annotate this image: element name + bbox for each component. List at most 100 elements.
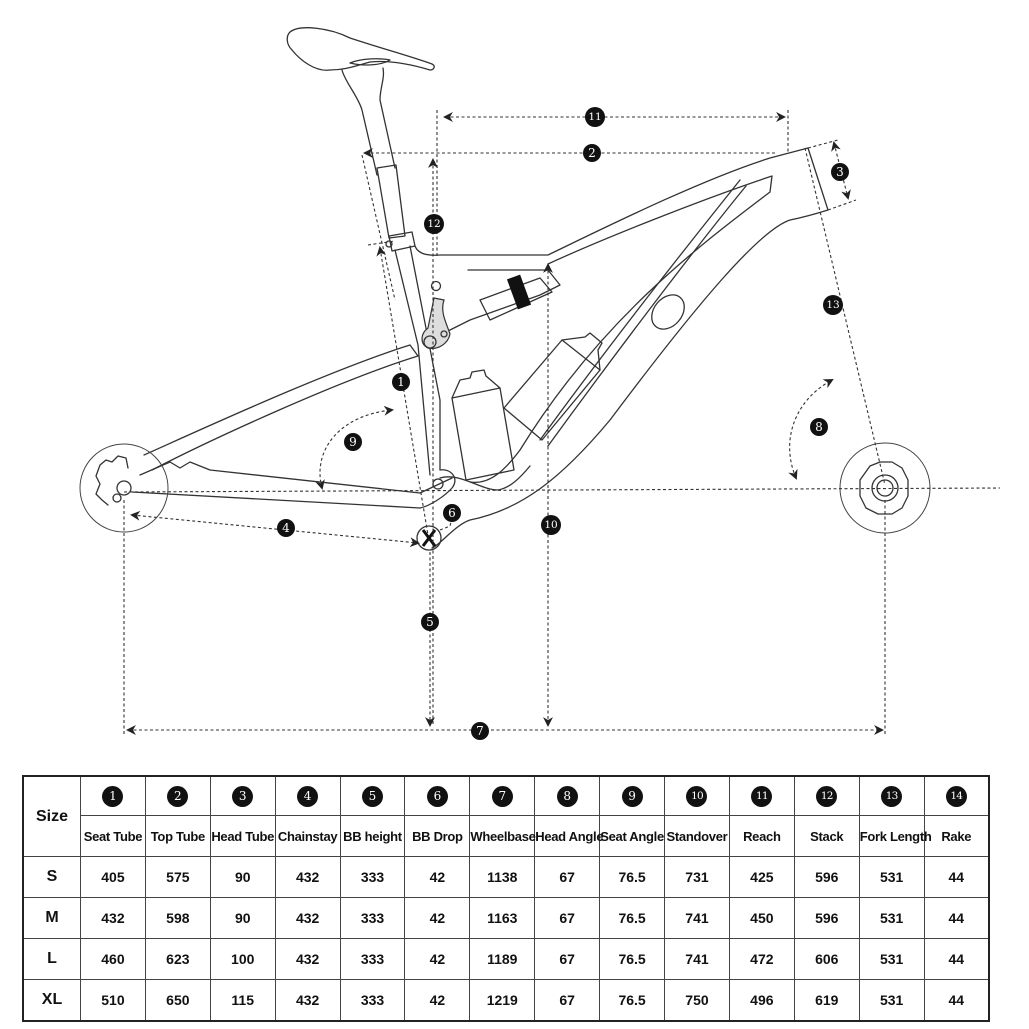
callout-5: 5	[421, 613, 439, 631]
column-header: Stack	[793, 815, 860, 857]
rear-hub	[79, 443, 169, 533]
value-cell: 623	[144, 938, 211, 980]
column-number-5: 5	[339, 775, 406, 816]
value-cell: 741	[664, 938, 730, 980]
number-badge: 12	[816, 785, 838, 807]
value-cell: 76.5	[599, 897, 666, 939]
number-badge: 14	[945, 785, 967, 807]
callout-12: 12	[424, 214, 444, 234]
svg-text:7: 7	[476, 724, 484, 738]
number-badge: 9	[621, 785, 643, 807]
value-cell: 44	[923, 856, 990, 898]
column-header: Seat Tube	[80, 815, 146, 857]
value-cell: 1189	[469, 938, 536, 980]
value-cell: 596	[793, 856, 860, 898]
column-number-2: 2	[144, 775, 211, 816]
column-header: Seat Angle	[599, 815, 666, 857]
value-cell: 42	[404, 897, 471, 939]
value-cell: 90	[209, 856, 276, 898]
column-number-9: 9	[599, 775, 666, 816]
bike-geometry-diagram: 1 2 3 4 5 6 7 8 9 10 11 12 13	[79, 27, 1001, 740]
value-cell: 100	[209, 938, 276, 980]
bottom-bracket	[416, 525, 442, 551]
callout-3: 3	[831, 163, 849, 181]
value-cell: 76.5	[599, 856, 666, 898]
value-cell: 731	[664, 856, 730, 898]
svg-text:11: 11	[588, 111, 601, 123]
saddle	[286, 27, 435, 71]
value-cell: 531	[858, 897, 925, 939]
svg-text:4: 4	[282, 521, 290, 535]
column-header: Wheelbase	[469, 815, 536, 857]
value-cell: 76.5	[599, 938, 666, 980]
column-number-7: 7	[469, 775, 536, 816]
value-cell: 76.5	[599, 979, 666, 1022]
number-badge: 13	[881, 785, 903, 807]
column-number-6: 6	[404, 775, 471, 816]
column-number-4: 4	[274, 775, 341, 816]
callout-4: 4	[277, 519, 295, 537]
value-cell: 432	[274, 938, 341, 980]
value-cell: 432	[80, 897, 146, 939]
callout-8: 8	[810, 418, 828, 436]
number-badge: 7	[491, 785, 513, 807]
value-cell: 650	[144, 979, 211, 1022]
rocker-link	[421, 297, 451, 349]
value-cell: 1138	[469, 856, 536, 898]
column-header: BB height	[339, 815, 406, 857]
column-header: BB Drop	[404, 815, 471, 857]
callout-6: 6	[443, 504, 461, 522]
column-number-1: 1	[80, 775, 146, 816]
seat-tube	[394, 245, 441, 476]
svg-text:10: 10	[544, 519, 557, 531]
size-cell: M	[22, 897, 81, 939]
value-cell: 596	[793, 897, 860, 939]
value-cell: 333	[339, 979, 406, 1022]
value-cell: 432	[274, 979, 341, 1022]
front-triangle	[414, 147, 829, 549]
callout-11: 11	[585, 107, 605, 127]
value-cell: 510	[80, 979, 146, 1022]
svg-text:5: 5	[426, 615, 434, 629]
column-header: Standover	[664, 815, 730, 857]
size-cell: L	[22, 938, 81, 980]
callout-9: 9	[344, 433, 362, 451]
number-badge: 11	[751, 785, 773, 807]
callout-2: 2	[583, 144, 601, 162]
column-number-14: 14	[923, 775, 990, 816]
value-cell: 460	[80, 938, 146, 980]
column-number-11: 11	[728, 775, 795, 816]
value-cell: 67	[534, 979, 601, 1022]
number-badge: 10	[686, 785, 708, 807]
callout-7: 7	[471, 722, 489, 740]
value-cell: 450	[728, 897, 795, 939]
value-cell: 405	[80, 856, 146, 898]
svg-text:9: 9	[349, 435, 357, 449]
rear-stays	[131, 344, 531, 509]
number-badge: 6	[426, 785, 448, 807]
value-cell: 1219	[469, 979, 536, 1022]
svg-text:12: 12	[427, 218, 440, 230]
value-cell: 472	[728, 938, 795, 980]
value-cell: 619	[793, 979, 860, 1022]
number-badge: 3	[232, 785, 254, 807]
value-cell: 496	[728, 979, 795, 1022]
column-header: Top Tube	[144, 815, 211, 857]
value-cell: 425	[728, 856, 795, 898]
value-cell: 90	[209, 897, 276, 939]
column-number-13: 13	[858, 775, 925, 816]
value-cell: 67	[534, 938, 601, 980]
value-cell: 44	[923, 897, 990, 939]
value-cell: 44	[923, 938, 990, 980]
svg-text:2: 2	[588, 146, 596, 160]
value-cell: 42	[404, 938, 471, 980]
svg-text:6: 6	[448, 506, 456, 520]
value-cell: 42	[404, 856, 471, 898]
value-cell: 750	[664, 979, 730, 1022]
number-badge: 5	[362, 785, 383, 807]
number-badge: 4	[297, 785, 319, 807]
